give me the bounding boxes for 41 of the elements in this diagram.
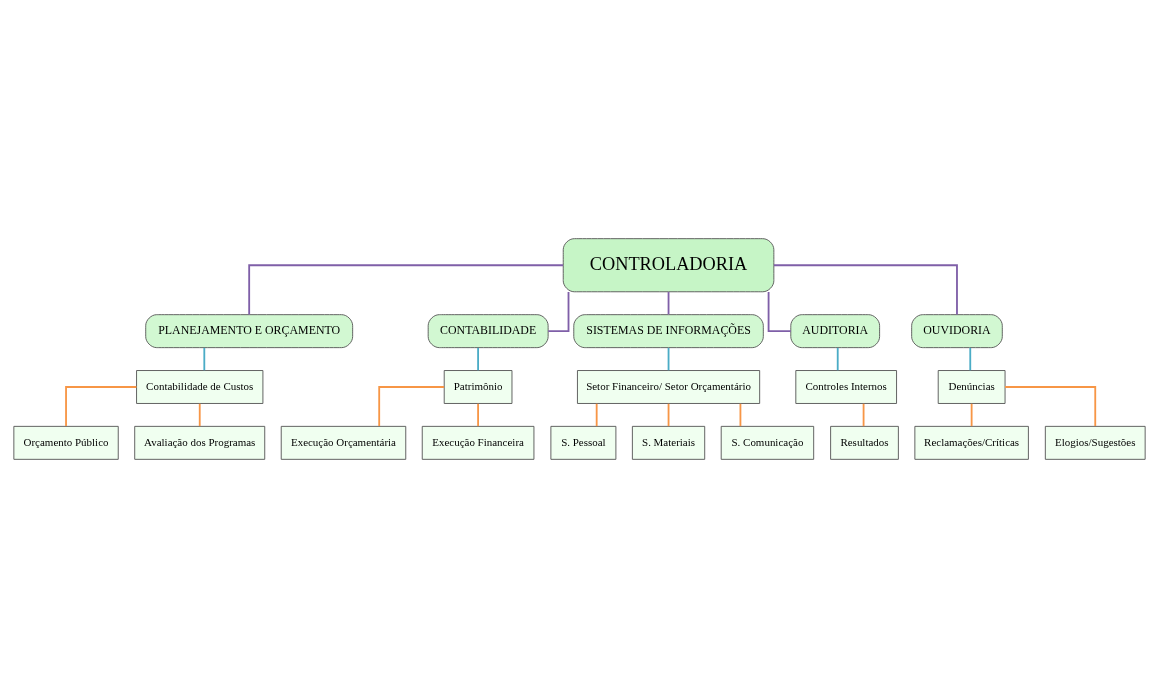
connector [667,290,670,315]
connector [198,402,201,427]
connector [773,263,958,315]
node-box: Reclamações/Críticas [914,425,1029,460]
node-box: Orçamento Público [13,425,119,460]
node-box: Setor Financeiro/ Setor Orçamentário [577,369,761,404]
connector [970,402,973,427]
node-box: Controles Internos [795,369,897,404]
connector [477,402,479,427]
connector [739,402,742,427]
node-box: CONTABILIDADE [427,313,549,348]
node-box: Elogios/Sugestões [1044,425,1146,460]
node-box: AUDITORIA [790,313,881,348]
node-box: OUVIDORIA [911,313,1003,348]
connector [248,263,564,315]
connector [862,402,865,427]
connector [547,290,570,332]
node-box: Avaliação dos Programas [134,425,266,460]
connector [203,346,206,371]
node-box: Execução Orçamentária [280,425,407,460]
node-box: Patrimônio [443,369,513,404]
connector [595,402,598,427]
connector [65,385,138,427]
node-box: S. Comunicação [720,425,815,460]
node-box: PLANEJAMENTO E ORÇAMENTO [145,313,354,348]
node-box: S. Materiais [631,425,706,460]
connector [378,385,445,427]
node-box: S. Pessoal [550,425,617,460]
connector [836,346,839,371]
node-box: Contabilidade de Custos [136,369,264,404]
connector [667,402,670,427]
node-box: SISTEMAS DE INFORMAÇÕES [573,313,764,348]
connector [1004,385,1097,427]
connector [767,290,792,332]
connector [969,346,972,371]
node-box: Resultados [830,425,899,460]
node-box: CONTROLADORIA [562,237,775,292]
connector [477,346,479,371]
connector [667,346,670,371]
node-box: Denúncias [937,369,1006,404]
node-box: Execução Financeira [421,425,535,460]
